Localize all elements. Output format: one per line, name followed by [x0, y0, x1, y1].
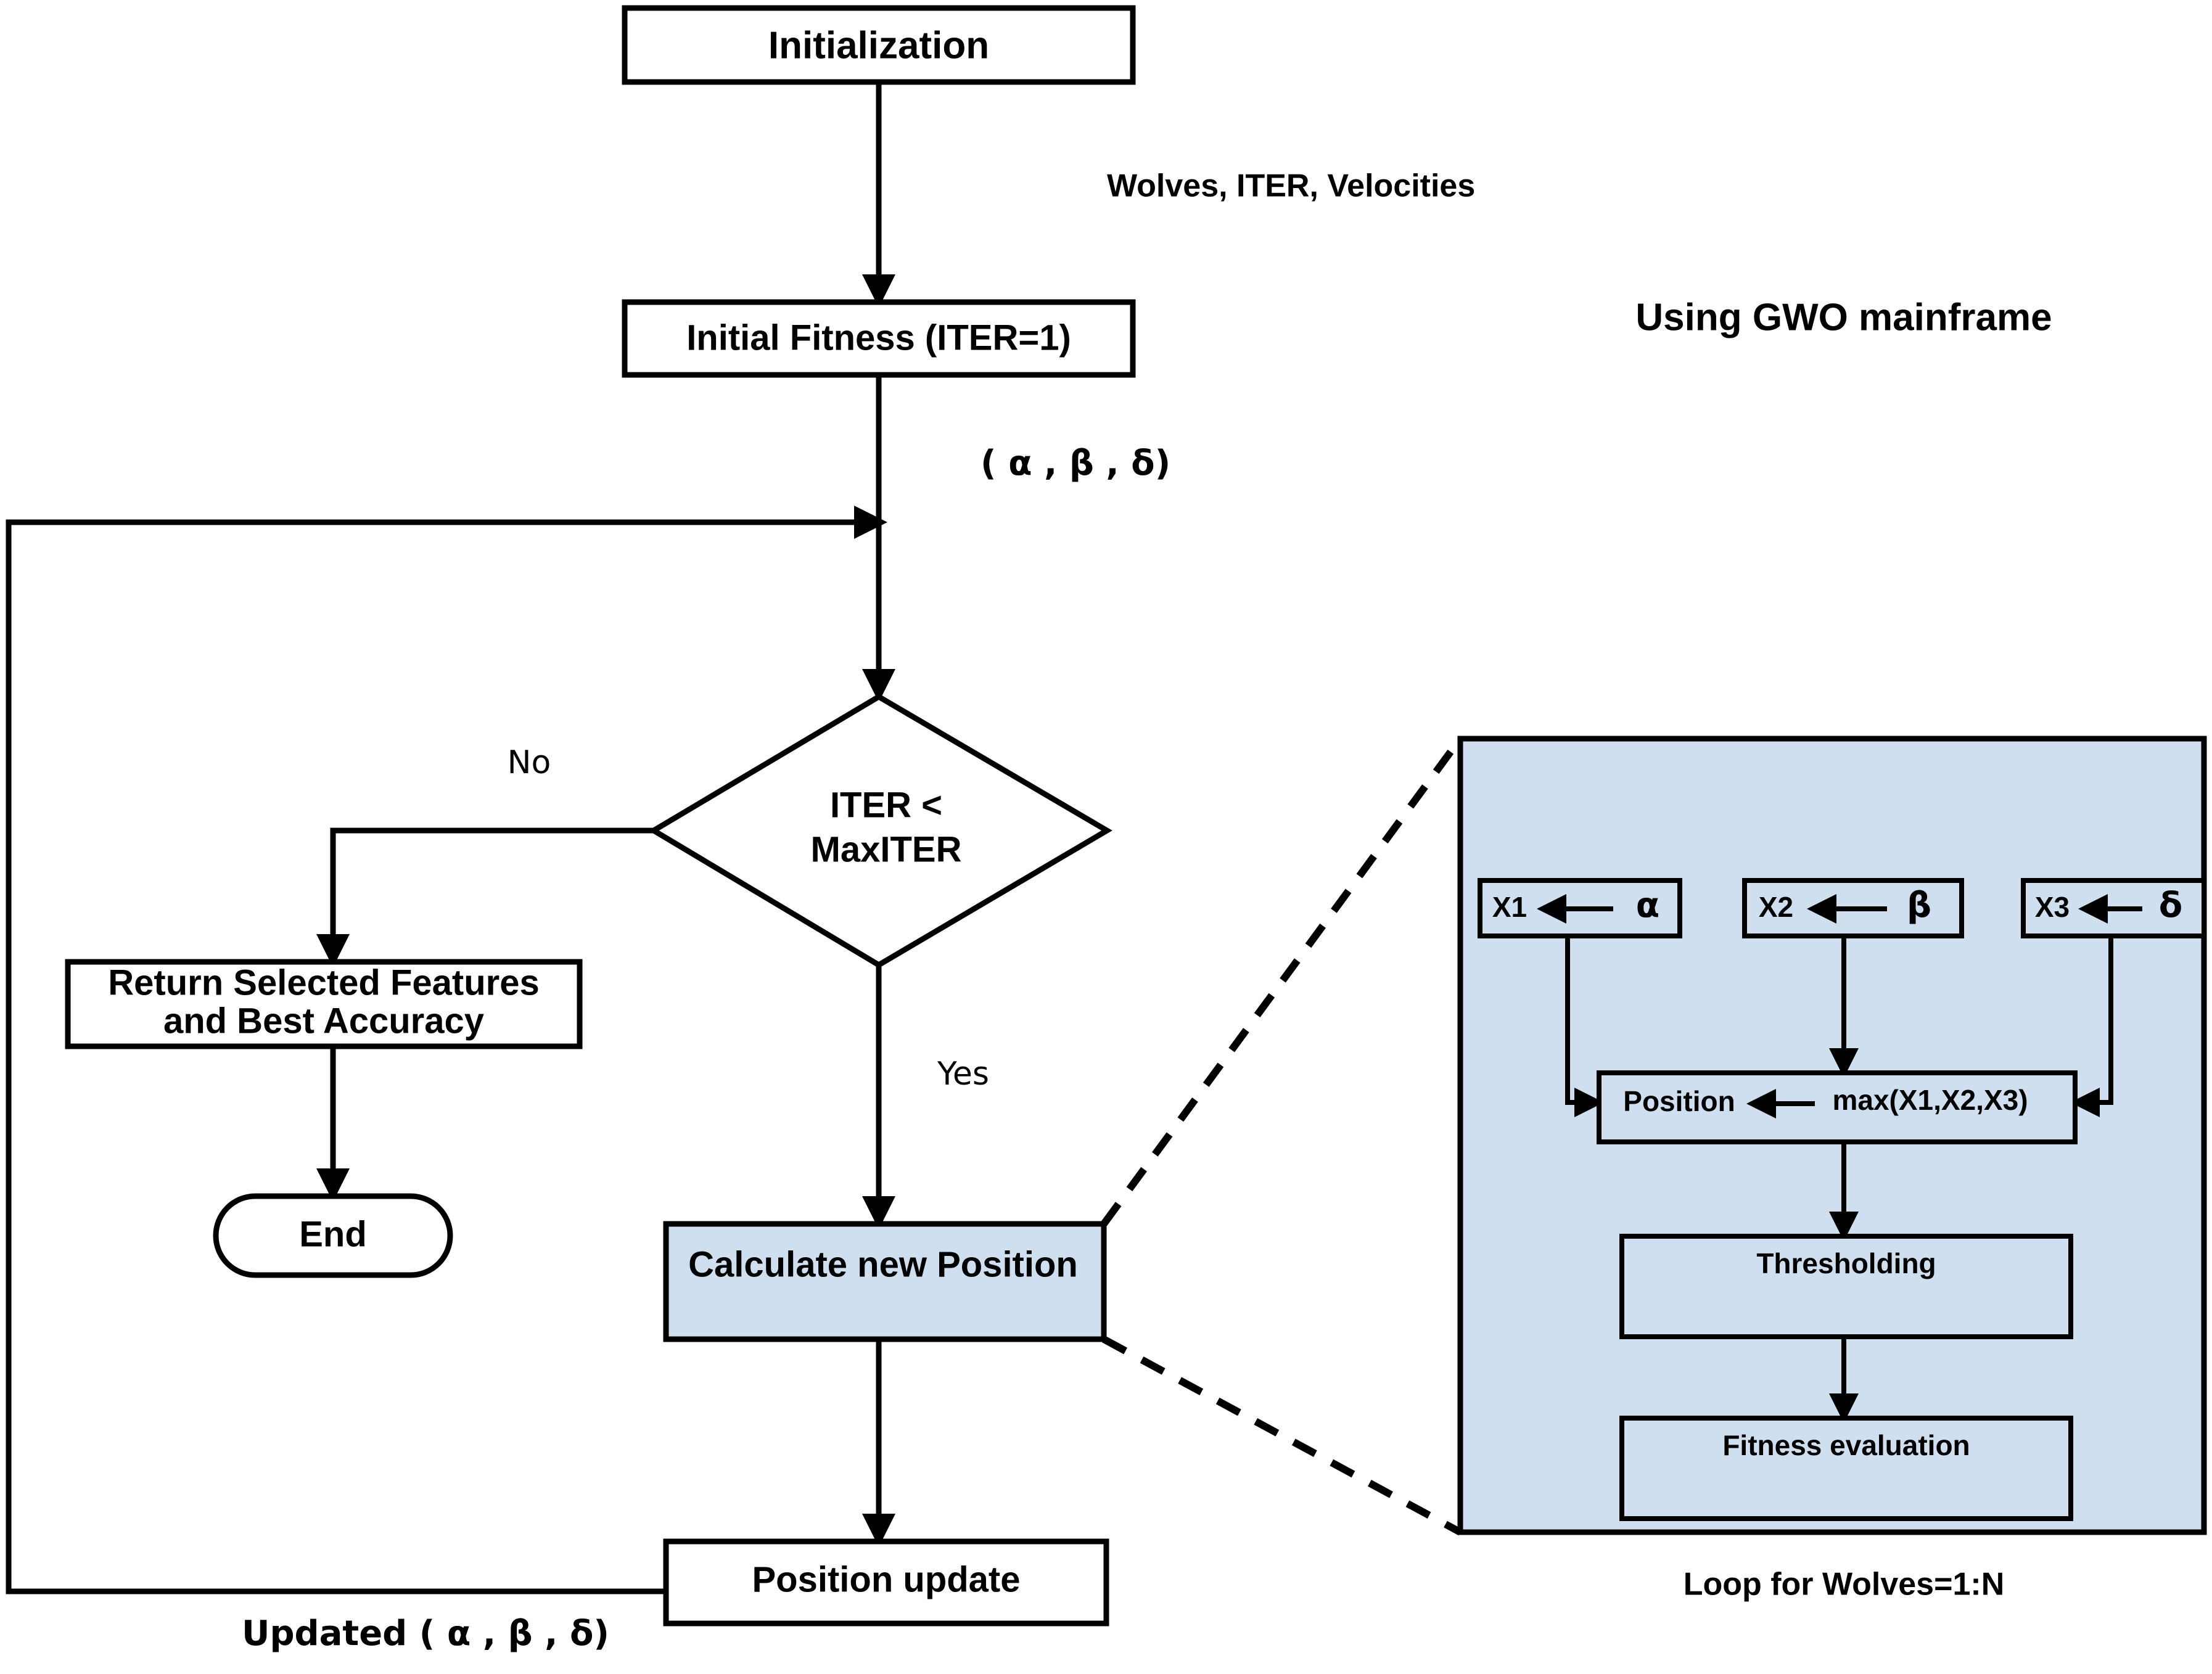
node-end[interactable] [213, 1193, 453, 1278]
panel-node-x3-label: X3 [2035, 891, 2070, 923]
node-decision-iter[interactable] [648, 693, 1112, 969]
panel-node-thresholding[interactable] [1619, 1234, 2073, 1339]
node-initialization[interactable] [622, 5, 1136, 85]
node-initialization-label: Initialization [768, 24, 989, 67]
dash-connector-bottom [1102, 1336, 1462, 1536]
edge-label-init-to-fitness: Wolves, ITER, Velocities [1107, 168, 1475, 204]
edge-label-yes: Yes [937, 1056, 989, 1093]
panel-node-position[interactable] [1597, 1070, 2078, 1144]
panel-node-x1-source: α [1636, 885, 1659, 925]
panel-node-x2-label: X2 [1759, 891, 1793, 923]
node-return-selected-features[interactable] [65, 959, 583, 1049]
edge-label-no: No [508, 744, 551, 781]
panel-node-position-source: max(X1,X2,X3) [1832, 1084, 2028, 1116]
edge-loopback-rail [6, 506, 887, 1594]
edge-decision-no [316, 827, 654, 967]
panel-node-thresholding-label: Thresholding [1756, 1247, 1936, 1279]
panel-node-x3[interactable] [2021, 878, 2206, 938]
node-initial-fitness-label: Initial Fitness (ITER=1) [686, 318, 1071, 358]
node-calculate-new-position-label: Calculate new Position [688, 1244, 1078, 1284]
node-end-label: End [299, 1214, 367, 1254]
panel-caption: Loop for Wolves=1:N [1684, 1567, 2005, 1602]
page-title-right: Using GWO mainframe [1635, 296, 2052, 338]
node-position-update[interactable] [663, 1538, 1109, 1627]
node-position-update-label: Position update [752, 1559, 1021, 1599]
edge-label-fitness-to-decision: ( α , β , δ) [981, 443, 1170, 483]
dash-connector-top [1101, 736, 1463, 1226]
panel-node-x2-source: β [1907, 885, 1931, 925]
panel-node-x1-label: X1 [1492, 891, 1527, 923]
node-return-line2: and Best Accuracy [163, 1001, 484, 1041]
node-return-line1: Return Selected Features [108, 962, 539, 1003]
panel-node-fitness-evaluation[interactable] [1619, 1416, 2073, 1521]
panel-node-x1[interactable] [1478, 878, 1682, 938]
node-decision-line2: MaxITER [811, 829, 962, 869]
panel-node-x3-source: δ [2159, 885, 2182, 925]
panel-node-position-label: Position [1623, 1085, 1735, 1117]
panel-node-fitness-evaluation-label: Fitness evaluation [1722, 1429, 1970, 1461]
edge-x3-to-position [2070, 935, 2113, 1117]
node-decision-line1: ITER < [830, 785, 942, 825]
edge-x1-to-position [1565, 935, 1604, 1117]
edge-label-loopback: Updated ( α , β , δ) [242, 1614, 609, 1654]
node-calculate-new-position[interactable] [663, 1221, 1107, 1342]
node-initial-fitness[interactable] [622, 299, 1136, 378]
